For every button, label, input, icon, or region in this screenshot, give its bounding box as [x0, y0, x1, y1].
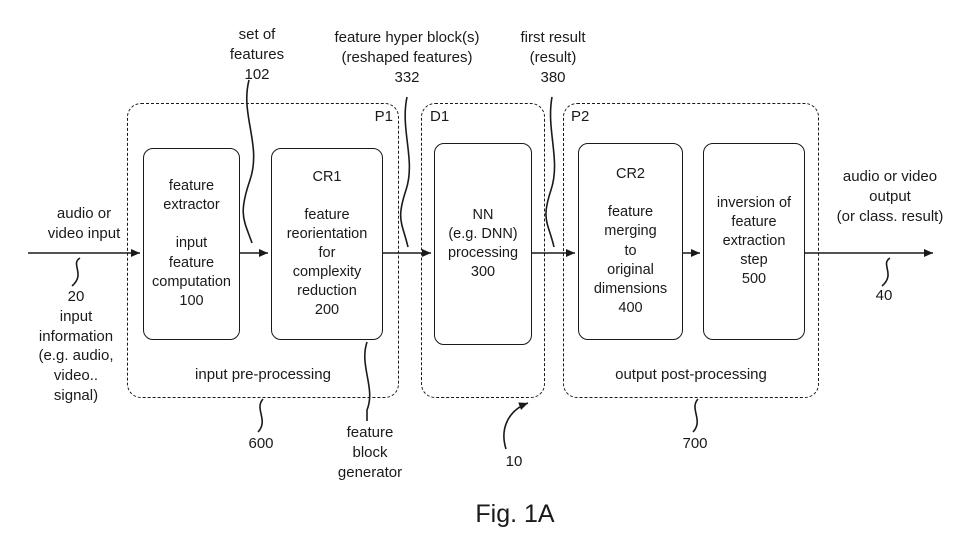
annotation-ref-10: 10	[505, 453, 523, 470]
container-nn-processing	[421, 103, 545, 398]
tag-p1: P1	[374, 108, 393, 125]
annotation-first-result-380: first result (result) 380	[520, 29, 586, 86]
box-cr1-reorientation-200: CR1 feature reorientation for complexity…	[271, 148, 383, 340]
container-output-postprocessing	[563, 103, 819, 398]
container-input-preprocessing	[127, 103, 399, 398]
annotation-output-40: 40	[875, 287, 893, 304]
box-feature-extractor-100: feature extractor input feature computat…	[143, 148, 240, 340]
figure-caption: Fig. 1A	[475, 500, 555, 528]
annotation-ref-600: 600	[248, 435, 274, 452]
leader-10-arrow	[503, 402, 529, 450]
label-audio-video-input: audio or video input	[47, 205, 121, 242]
leader-700	[692, 398, 699, 433]
annotation-input-information-20: 20 input information (e.g. audio, video.…	[38, 288, 114, 404]
tag-d1: D1	[430, 108, 450, 125]
box-inversion-500: inversion of feature extraction step 500	[703, 143, 805, 340]
label-output-postprocessing: output post-processing	[615, 366, 767, 383]
box-nn-processing-300: NN (e.g. DNN) processing 300	[434, 143, 532, 345]
label-input-preprocessing: input pre-processing	[195, 366, 331, 383]
annotation-set-of-features-102: set of features 102	[229, 26, 285, 83]
annotation-feature-hyper-blocks-332: feature hyper block(s) (reshaped feature…	[334, 29, 480, 86]
leader-380	[545, 96, 556, 248]
leader-600	[257, 398, 264, 433]
leader-332	[399, 96, 411, 248]
leader-40	[881, 257, 891, 287]
label-audio-video-output: audio or video output (or class. result)	[836, 168, 944, 225]
box-cr2-merging-400: CR2 feature merging to original dimensio…	[578, 143, 683, 340]
leader-102	[242, 79, 255, 244]
tag-p2: P2	[571, 108, 590, 125]
annotation-feature-block-generator: feature block generator	[337, 424, 403, 481]
leader-20	[71, 257, 81, 287]
annotation-ref-700: 700	[682, 435, 708, 452]
leader-feature-block-generator	[364, 341, 371, 421]
